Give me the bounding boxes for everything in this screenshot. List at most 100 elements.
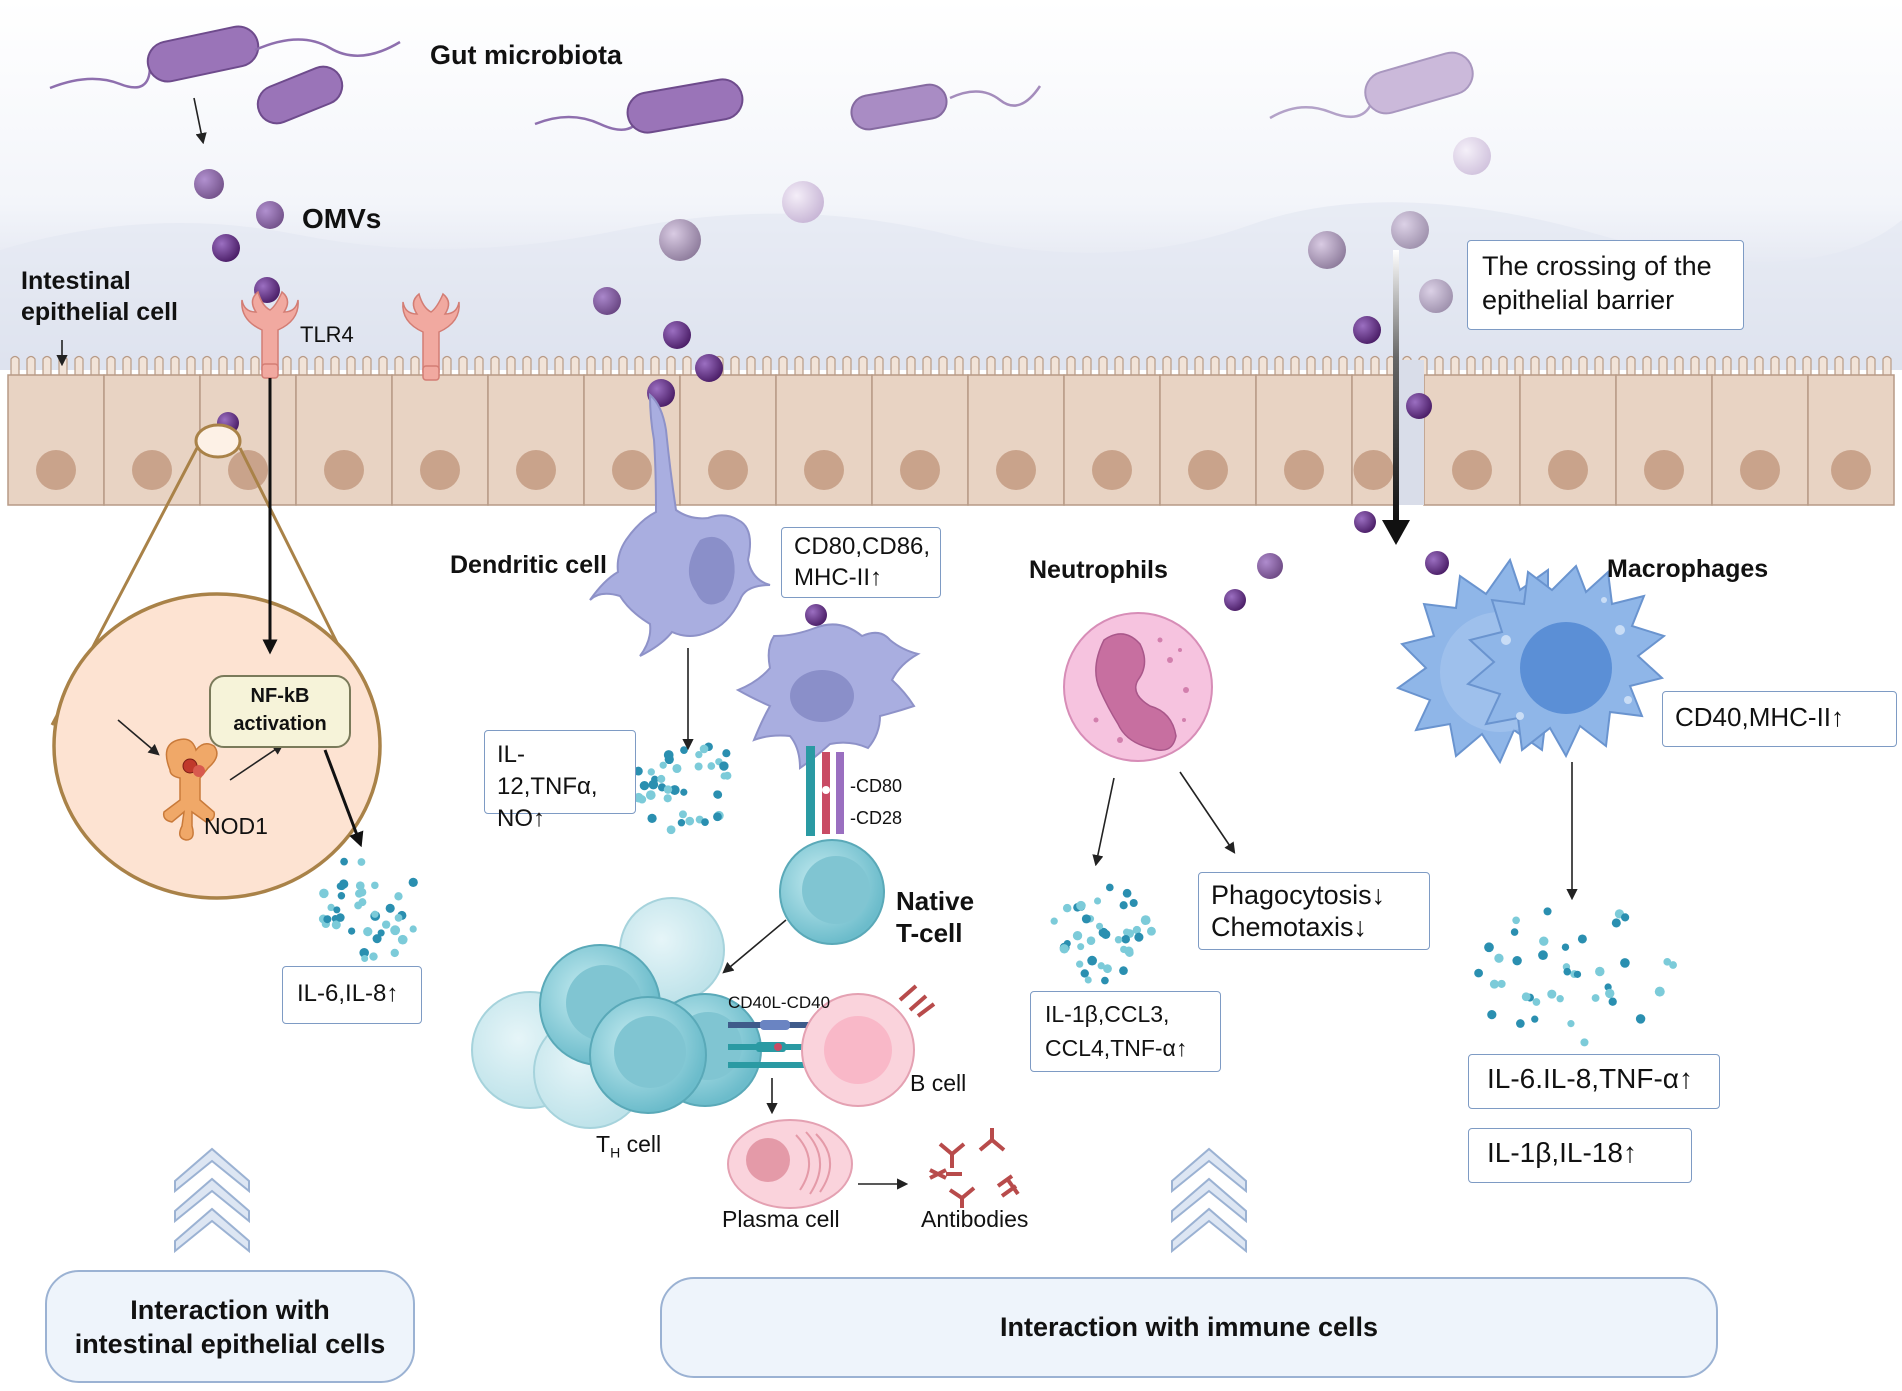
epithelial-cell-nucleus bbox=[228, 450, 268, 490]
cytokine-dot bbox=[1076, 900, 1086, 911]
gut-microbiota-label: Gut microbiota bbox=[430, 40, 623, 70]
chevron-up-icon bbox=[1171, 1207, 1247, 1254]
cytokine-dot bbox=[694, 762, 703, 771]
cytokine-dot bbox=[377, 929, 385, 937]
cytokine-dot bbox=[409, 925, 417, 933]
cytokine-dot bbox=[385, 903, 395, 913]
epithelial-cell-nucleus bbox=[420, 450, 460, 490]
cytokine-dot bbox=[666, 825, 676, 835]
cytokine-dot bbox=[390, 948, 399, 958]
epithelial-cell-nucleus bbox=[900, 450, 940, 490]
cytokine-dot bbox=[1059, 944, 1069, 954]
cytokine-dot bbox=[645, 790, 656, 800]
cytokine-dot bbox=[1621, 913, 1630, 922]
cytokine-dot bbox=[1106, 883, 1114, 892]
cytokine-dot bbox=[685, 816, 695, 826]
cytokine-dot bbox=[340, 857, 348, 866]
epithelial-cell-nucleus bbox=[1831, 450, 1871, 490]
cytokine-dot bbox=[1474, 968, 1483, 978]
plasma-cell bbox=[727, 1119, 853, 1209]
cytokine-dot bbox=[1539, 936, 1549, 946]
antibodies-label: Antibodies bbox=[921, 1206, 1029, 1232]
cytokine-dot bbox=[657, 774, 666, 783]
cytokine-dot bbox=[701, 818, 709, 826]
cytokine-dot bbox=[1567, 1020, 1575, 1028]
cytokine-dot bbox=[1086, 936, 1096, 945]
cytokine-dot bbox=[1538, 950, 1548, 961]
cytokine-dot bbox=[336, 882, 344, 890]
cytokine-dot bbox=[327, 903, 335, 912]
cytokine-dot bbox=[1605, 988, 1615, 999]
cytokine-dot bbox=[707, 762, 716, 770]
cytokine-dot bbox=[722, 749, 731, 758]
cytokine-dot bbox=[355, 881, 365, 891]
cytokine-dot bbox=[663, 794, 672, 803]
cytokine-dot bbox=[357, 858, 366, 866]
cytokine-dot bbox=[723, 771, 732, 780]
cd40-mhc-box: CD40,MHC-II↑ bbox=[1662, 691, 1897, 747]
b-cell-label: B cell bbox=[910, 1070, 967, 1096]
cytokine-dot bbox=[1084, 976, 1092, 984]
neutrophils-label: Neutrophils bbox=[1029, 556, 1168, 584]
cytokine-dot bbox=[1114, 935, 1123, 944]
cytokine-dot bbox=[1532, 998, 1541, 1006]
cytokine-dot bbox=[1080, 969, 1089, 978]
cytokine-dot bbox=[1561, 943, 1570, 951]
epithelial-cell-nucleus bbox=[36, 450, 76, 490]
cd80-label: -CD80 bbox=[850, 776, 903, 796]
cytokine-dot bbox=[319, 888, 329, 899]
cd80-cd28-receptors bbox=[806, 746, 844, 836]
dendritic-cell-label: Dendritic cell bbox=[450, 551, 607, 579]
b-cell bbox=[801, 984, 936, 1107]
epithelial-cell-nucleus bbox=[1740, 450, 1780, 490]
cytokine-dot bbox=[397, 934, 408, 945]
cytokine-dot bbox=[678, 810, 687, 819]
cytokine-dot bbox=[637, 795, 647, 804]
epithelial-interaction-panel: Interaction with intestinal epithelial c… bbox=[45, 1270, 415, 1383]
cytokine-dot bbox=[1595, 966, 1605, 977]
cytokine-dot bbox=[394, 914, 403, 922]
cytokine-dot bbox=[1580, 1038, 1589, 1047]
cytokine-dot bbox=[1510, 928, 1519, 936]
up-chevron-icons bbox=[174, 1147, 1247, 1254]
cytokine-dot bbox=[1124, 946, 1134, 956]
cytokine-dot bbox=[680, 746, 688, 754]
cytokine-dot bbox=[1611, 918, 1621, 928]
cytokine-dot bbox=[1531, 1015, 1539, 1023]
cytokine-dot bbox=[394, 892, 403, 901]
intestinal-epithelium bbox=[7, 355, 1895, 506]
epithelial-cell-nucleus bbox=[516, 450, 556, 490]
cytokine-dot bbox=[1081, 914, 1091, 924]
cytokine-dot bbox=[719, 761, 729, 771]
epithelial-cell-nucleus bbox=[708, 450, 748, 490]
cytokine-dot bbox=[1573, 970, 1582, 978]
cytokine-dot bbox=[337, 892, 346, 900]
cytokine-dot bbox=[664, 754, 674, 765]
cytokine-dot bbox=[331, 920, 341, 930]
cytokine-dot bbox=[713, 812, 722, 822]
cytokine-dot bbox=[1487, 1010, 1497, 1020]
cytokine-dot bbox=[1076, 960, 1084, 968]
cytokine-dot bbox=[1094, 897, 1102, 905]
cytokine-dot bbox=[1087, 955, 1097, 966]
cytokine-dot bbox=[1608, 997, 1617, 1006]
epithelial-cell-nucleus bbox=[1644, 450, 1684, 490]
epithelial-cell-nucleus bbox=[324, 450, 364, 490]
cytokine-dot bbox=[1663, 958, 1672, 966]
il6-il8-box: IL-6,IL-8↑ bbox=[282, 966, 422, 1024]
chevron-up-icon bbox=[174, 1207, 250, 1254]
tlr4-receptors bbox=[241, 290, 460, 381]
tlr4-label: TLR4 bbox=[300, 322, 354, 347]
cytokine-dot bbox=[1097, 962, 1105, 970]
cytokine-dot bbox=[1497, 979, 1506, 988]
cytokine-dot bbox=[1547, 989, 1557, 999]
cytokine-dot bbox=[659, 761, 667, 769]
epithelial-cell-nucleus bbox=[1188, 450, 1228, 490]
macrophages-label: Macrophages bbox=[1607, 555, 1769, 583]
cytokine-dot bbox=[1134, 932, 1144, 942]
cytokine-dot bbox=[669, 785, 680, 795]
cytokine-dot bbox=[1121, 934, 1130, 944]
cytokine-dot bbox=[639, 780, 650, 791]
epithelial-cell-nucleus bbox=[1092, 450, 1132, 490]
cytokine-dot bbox=[1147, 926, 1156, 936]
